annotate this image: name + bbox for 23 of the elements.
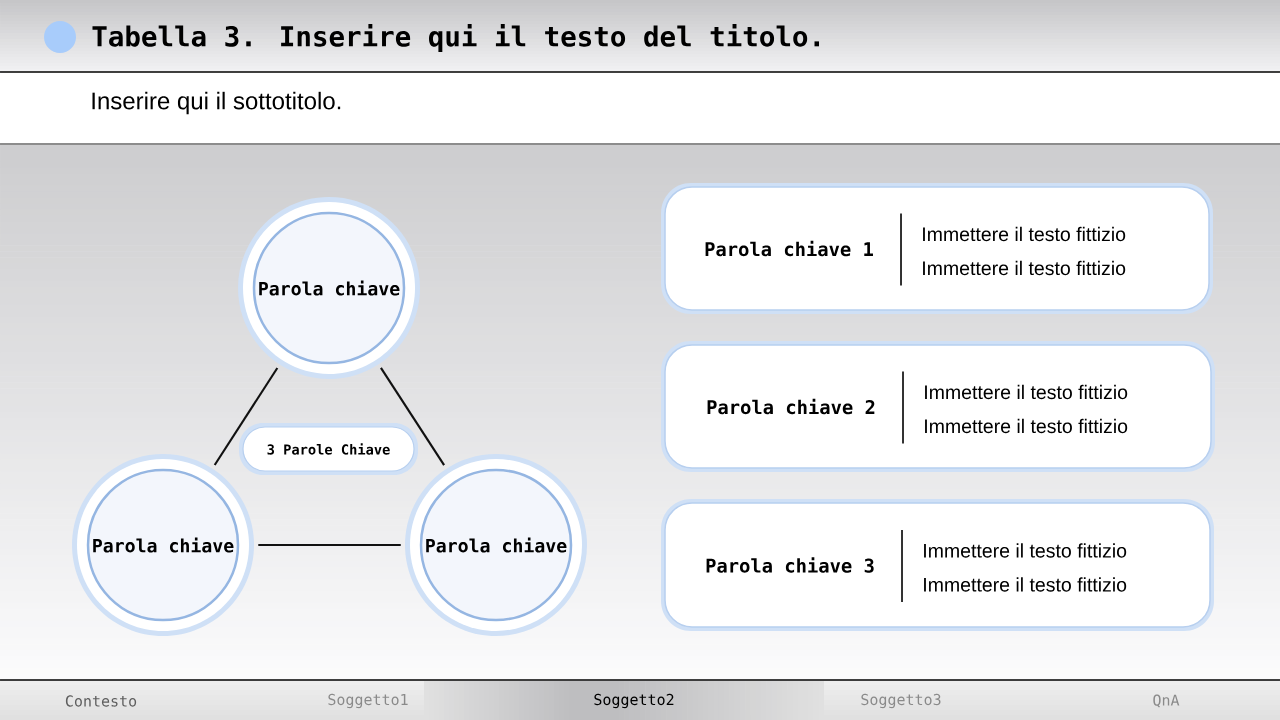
active-tab: Soggetto2 bbox=[424, 681, 824, 720]
keyword-card bbox=[661, 499, 1214, 631]
card-heading: Parola chiave 1 bbox=[705, 240, 873, 257]
body-text: Immettere il testo fittizio bbox=[925, 418, 1128, 434]
body-text: Immettere il testo fittizio bbox=[924, 543, 1127, 558]
body-text: Immettere il testo fittizio bbox=[924, 577, 1127, 592]
card-heading: Parola chiave 3 bbox=[706, 557, 874, 573]
slide-title: Tabella 3. Inserire qui il testo del titolo. bbox=[92, 23, 819, 53]
label-pill: 3 Parole Chiave bbox=[239, 423, 418, 475]
nav-label: QnA bbox=[1153, 694, 1180, 708]
connector-line bbox=[258, 543, 401, 547]
connector-line bbox=[213, 367, 279, 466]
body-text: Immettere il testo fittizio bbox=[923, 260, 1126, 276]
nav-label: Soggetto3 bbox=[861, 693, 941, 709]
body-text: Immettere il testo fittizio bbox=[925, 384, 1128, 400]
subtitle: Inserire qui il sottotitolo. bbox=[92, 91, 341, 115]
nav-label: Soggetto1 bbox=[328, 693, 408, 709]
keyword-card bbox=[661, 183, 1213, 314]
keyword-card bbox=[661, 341, 1215, 472]
connector-line bbox=[380, 367, 445, 466]
card-heading: Parola chiave 2 bbox=[707, 398, 875, 415]
body-text: Immettere il testo fittizio bbox=[923, 226, 1126, 242]
nav-label: Contesto bbox=[65, 695, 137, 707]
